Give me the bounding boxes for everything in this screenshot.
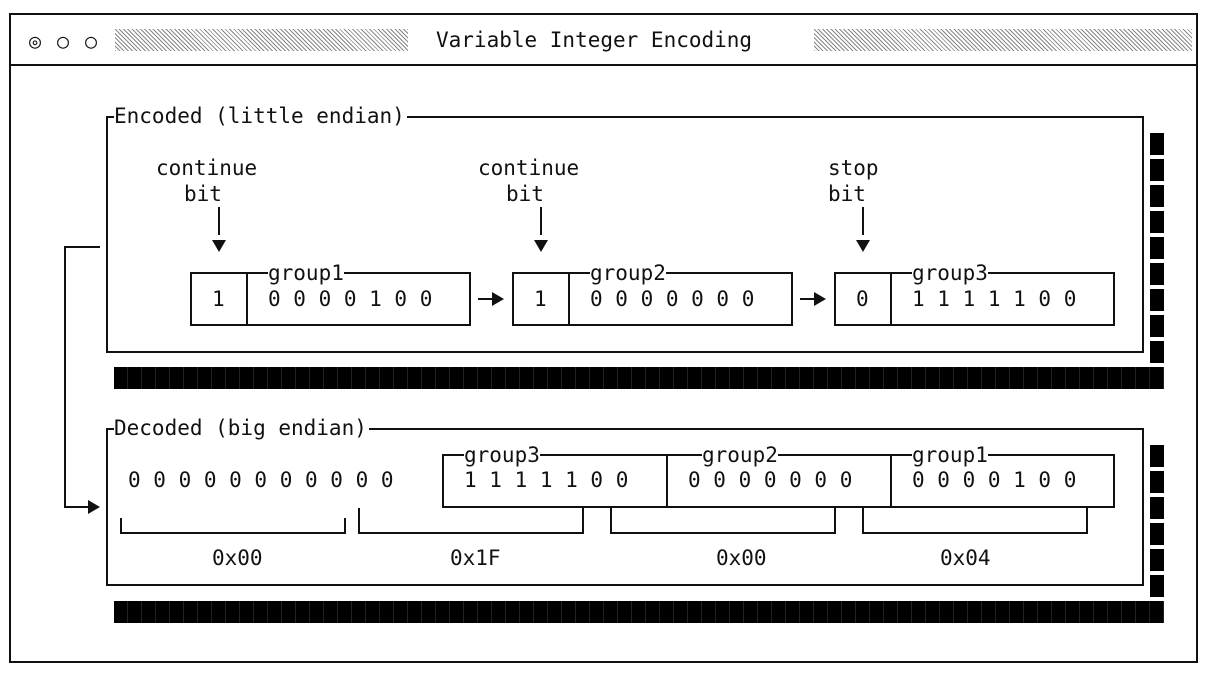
- pointer-arrow-1: [212, 240, 226, 252]
- group-bits-2: 0 0 0 0 0 0 0: [590, 287, 755, 311]
- decoded-group-bits-3: 1 1 1 1 1 0 0: [464, 468, 629, 492]
- title-hatch-left: [115, 29, 408, 51]
- decoded-panel-title: Decoded (big endian): [114, 416, 369, 440]
- byte-bracket-1: [120, 518, 346, 534]
- decoded-group-box-1: [890, 454, 1115, 508]
- group-box-3: [890, 272, 1115, 326]
- group-bits-3: 1 1 1 1 1 0 0: [912, 287, 1077, 311]
- decoded-panel-shadow-bottom: [114, 601, 1164, 623]
- continue-bit-label-2-line2: bit: [506, 182, 544, 206]
- window-title: Variable Integer Encoding: [436, 28, 753, 52]
- encoded-panel-shadow-bottom: [114, 367, 1164, 389]
- continue-bit-label-2: continue: [478, 156, 580, 180]
- decoded-group-label-2: group2: [702, 443, 778, 467]
- group-box-1: [246, 272, 471, 326]
- decode-flow-line-bottom: [64, 506, 88, 508]
- continue-bit-label-1: continue: [156, 156, 258, 180]
- title-hatch-right: [814, 29, 1192, 51]
- app-window: ◎ ○ ○ Variable Integer Encoding: [9, 13, 1198, 663]
- pointer-line-3: [862, 207, 864, 235]
- pointer-line-2: [540, 207, 542, 235]
- connector-arrow-2: [814, 292, 826, 306]
- byte-bracket-4: [862, 508, 1088, 534]
- group-bits-1: 0 0 0 0 1 0 0: [268, 287, 433, 311]
- byte-value-2: 0x1F: [450, 546, 501, 570]
- flag-bit-2: 1: [534, 287, 547, 311]
- decode-flow-line-top: [64, 246, 100, 248]
- pointer-line-1: [218, 207, 220, 235]
- pointer-arrow-3: [856, 240, 870, 252]
- encoded-panel-shadow-right: [1150, 133, 1164, 363]
- title-bar: ◎ ○ ○ Variable Integer Encoding: [11, 15, 1196, 66]
- decoded-panel-shadow-right: [1150, 445, 1164, 597]
- connector-line-2: [800, 298, 814, 300]
- decoded-group-label-1: group1: [912, 443, 988, 467]
- connector-arrow-1: [492, 292, 504, 306]
- maximize-icon[interactable]: ○: [85, 29, 98, 53]
- byte-bracket-2: [358, 508, 584, 534]
- byte-value-4: 0x04: [940, 546, 991, 570]
- stop-bit-label: stop: [828, 156, 879, 180]
- group-label-2: group2: [590, 261, 666, 285]
- decoded-group-label-3: group3: [464, 443, 540, 467]
- encoded-panel-title: Encoded (little endian): [114, 104, 407, 128]
- group-box-2: [568, 272, 793, 326]
- stop-bit-label-line2: bit: [828, 182, 866, 206]
- flag-bit-3: 0: [856, 287, 869, 311]
- decoded-group-bits-2: 0 0 0 0 0 0 0: [688, 468, 853, 492]
- decode-flow-line-vertical: [64, 246, 66, 508]
- group-label-1: group1: [268, 261, 344, 285]
- byte-value-1: 0x00: [212, 546, 263, 570]
- continue-bit-label-1-line2: bit: [184, 182, 222, 206]
- group-label-3: group3: [912, 261, 988, 285]
- close-icon[interactable]: ◎: [29, 29, 42, 53]
- connector-line-1: [478, 298, 492, 300]
- byte-value-3: 0x00: [716, 546, 767, 570]
- decoded-group-bits-1: 0 0 0 0 1 0 0: [912, 468, 1077, 492]
- decode-flow-arrow: [88, 500, 100, 514]
- pointer-arrow-2: [534, 240, 548, 252]
- padding-bits: 0 0 0 0 0 0 0 0 0 0 0: [128, 468, 394, 492]
- flag-bit-1: 1: [212, 287, 225, 311]
- minimize-icon[interactable]: ○: [57, 29, 70, 53]
- encoded-panel: [106, 116, 1144, 353]
- byte-bracket-3: [610, 508, 836, 534]
